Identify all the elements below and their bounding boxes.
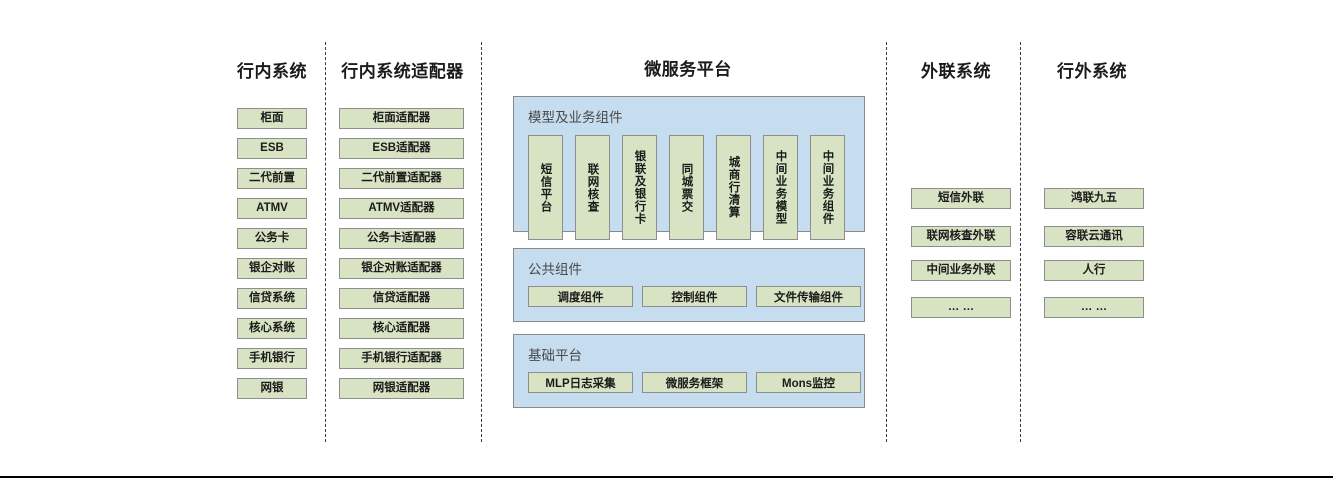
column-header-in-bank: 行内系统 xyxy=(237,62,307,81)
node-in-bank-9[interactable]: 网银 xyxy=(237,378,307,399)
node-in-bank-3[interactable]: ATMV xyxy=(237,198,307,219)
node-model-1-label: 联网核查 xyxy=(586,162,599,213)
node-external-liaison-2[interactable]: 中间业务外联 xyxy=(911,260,1011,281)
node-in-bank-adapter-2[interactable]: 二代前置适配器 xyxy=(339,168,464,189)
node-base-0[interactable]: MLP日志采集 xyxy=(528,372,633,393)
node-public-1[interactable]: 控制组件 xyxy=(642,286,747,307)
node-public-0[interactable]: 调度组件 xyxy=(528,286,633,307)
node-in-bank-adapter-5[interactable]: 银企对账适配器 xyxy=(339,258,464,279)
node-external-liaison-3[interactable]: … … xyxy=(911,297,1011,318)
node-in-bank-4[interactable]: 公务卡 xyxy=(237,228,307,249)
node-model-0[interactable]: 短信平台 xyxy=(528,135,563,240)
node-model-5[interactable]: 中间业务模型 xyxy=(763,135,798,240)
node-model-6[interactable]: 中间业务组件 xyxy=(810,135,845,240)
node-in-bank-adapter-6[interactable]: 信贷适配器 xyxy=(339,288,464,309)
column-divider-4 xyxy=(1020,42,1021,442)
node-out-of-bank-2[interactable]: 人行 xyxy=(1044,260,1144,281)
column-header-microservice-platform: 微服务平台 xyxy=(644,60,732,79)
node-model-1[interactable]: 联网核查 xyxy=(575,135,610,240)
node-model-2[interactable]: 银联及银行卡 xyxy=(622,135,657,240)
node-out-of-bank-3[interactable]: … … xyxy=(1044,297,1144,318)
node-base-2[interactable]: Mons监控 xyxy=(756,372,861,393)
node-out-of-bank-1[interactable]: 容联云通讯 xyxy=(1044,226,1144,247)
column-header-out-of-bank: 行外系统 xyxy=(1057,62,1127,81)
node-in-bank-adapter-1[interactable]: ESB适配器 xyxy=(339,138,464,159)
panel-base-platform: 基础平台 MLP日志采集 微服务框架 Mons监控 xyxy=(513,334,865,408)
node-in-bank-0[interactable]: 柜面 xyxy=(237,108,307,129)
panel-title-model: 模型及业务组件 xyxy=(528,110,623,125)
node-in-bank-8[interactable]: 手机银行 xyxy=(237,348,307,369)
node-model-3-label: 同城票交 xyxy=(680,162,693,213)
column-divider-3 xyxy=(886,42,887,442)
node-in-bank-adapter-3[interactable]: ATMV适配器 xyxy=(339,198,464,219)
node-external-liaison-0[interactable]: 短信外联 xyxy=(911,188,1011,209)
column-header-in-bank-adapter: 行内系统适配器 xyxy=(341,62,464,81)
node-in-bank-adapter-8[interactable]: 手机银行适配器 xyxy=(339,348,464,369)
node-model-4[interactable]: 城商行清算 xyxy=(716,135,751,240)
panel-public-components: 公共组件 调度组件 控制组件 文件传输组件 xyxy=(513,248,865,322)
node-model-4-label: 城商行清算 xyxy=(727,156,740,219)
node-model-0-label: 短信平台 xyxy=(539,162,552,213)
node-in-bank-adapter-9[interactable]: 网银适配器 xyxy=(339,378,464,399)
node-in-bank-6[interactable]: 信贷系统 xyxy=(237,288,307,309)
node-out-of-bank-0[interactable]: 鸿联九五 xyxy=(1044,188,1144,209)
node-in-bank-2[interactable]: 二代前置 xyxy=(237,168,307,189)
node-in-bank-7[interactable]: 核心系统 xyxy=(237,318,307,339)
node-model-2-label: 银联及银行卡 xyxy=(633,150,646,225)
panel-title-public: 公共组件 xyxy=(528,262,582,277)
panel-model-business-components: 模型及业务组件 短信平台 联网核查 银联及银行卡 同城票交 城商行清算 中间业务… xyxy=(513,96,865,240)
node-in-bank-1[interactable]: ESB xyxy=(237,138,307,159)
column-divider-1 xyxy=(325,42,326,442)
column-header-external-liaison: 外联系统 xyxy=(921,62,991,81)
node-public-2[interactable]: 文件传输组件 xyxy=(756,286,861,307)
node-base-1[interactable]: 微服务框架 xyxy=(642,372,747,393)
node-external-liaison-1[interactable]: 联网核查外联 xyxy=(911,226,1011,247)
column-divider-2 xyxy=(481,42,482,442)
node-model-3[interactable]: 同城票交 xyxy=(669,135,704,240)
panel-title-base: 基础平台 xyxy=(528,348,582,363)
node-model-6-label: 中间业务组件 xyxy=(821,150,834,225)
node-in-bank-adapter-4[interactable]: 公务卡适配器 xyxy=(339,228,464,249)
node-in-bank-adapter-0[interactable]: 柜面适配器 xyxy=(339,108,464,129)
node-model-5-label: 中间业务模型 xyxy=(774,150,787,225)
node-in-bank-adapter-7[interactable]: 核心适配器 xyxy=(339,318,464,339)
node-in-bank-5[interactable]: 银企对账 xyxy=(237,258,307,279)
